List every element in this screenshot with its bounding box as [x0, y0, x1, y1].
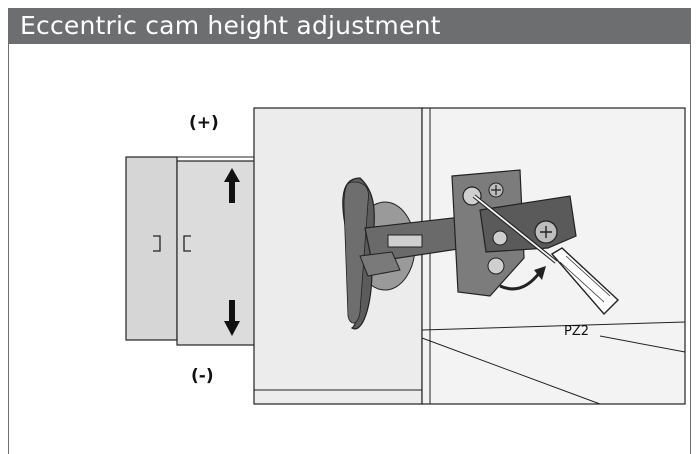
rotation-arrow-icon: [499, 271, 542, 291]
label-minus: (-): [191, 366, 214, 386]
panel-title: Eccentric cam height adjustment: [20, 11, 441, 40]
adjustment-screw: [462, 186, 482, 206]
hinge-arm: [359, 169, 577, 297]
panel-header: Eccentric cam height adjustment: [8, 8, 691, 44]
label-tool-pz2: PZ2: [564, 324, 590, 339]
screwdriver-icon: [472, 194, 620, 316]
arrow-down-icon: [224, 300, 240, 336]
cabinet-side-panel: [125, 156, 178, 341]
arrow-up-icon: [224, 168, 240, 203]
diagram-panel: Eccentric cam height adjustment: [8, 8, 691, 454]
hinge-mark-right: [183, 235, 191, 252]
label-plus: (+): [189, 113, 219, 133]
panel-frame: [8, 44, 691, 454]
hinge-mark-left: [153, 235, 161, 252]
